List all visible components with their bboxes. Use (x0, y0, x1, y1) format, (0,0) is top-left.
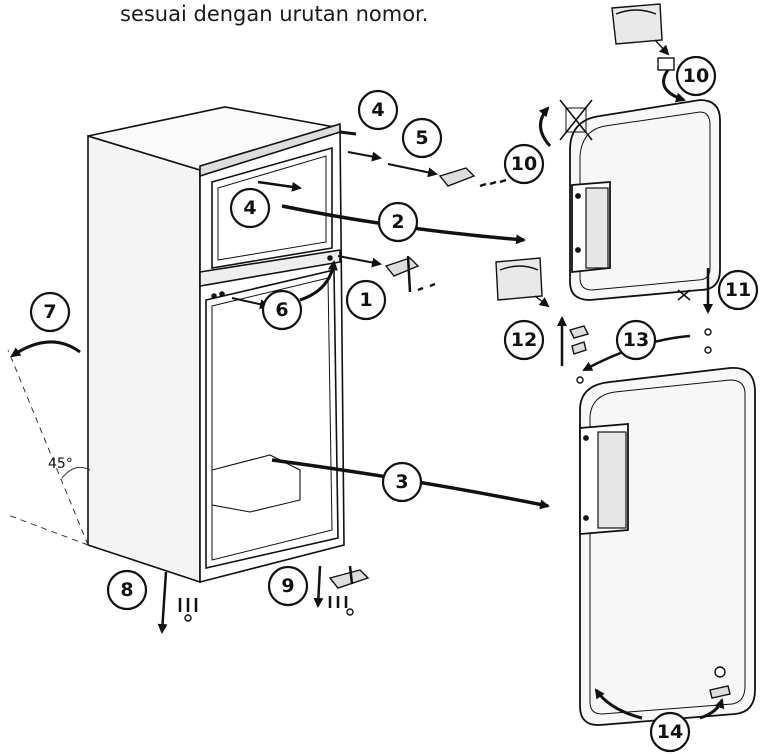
step-13: 13 (615, 319, 657, 361)
angle-label: 45° (48, 456, 73, 472)
step-12: 12 (503, 319, 545, 361)
freezer-door (569, 99, 721, 301)
step-7: 7 (29, 291, 71, 333)
svg-text:12: 12 (511, 329, 537, 351)
arrow-4 (347, 151, 382, 162)
arrow-10-top (662, 69, 686, 103)
arrow-4b (257, 180, 302, 192)
parts-bag-top (611, 3, 675, 71)
step-4-top: 4 (357, 89, 399, 131)
svg-text:2: 2 (391, 211, 404, 233)
svg-text:3: 3 (395, 471, 408, 493)
step-6: 6 (261, 289, 303, 331)
arrow-6 (299, 260, 338, 302)
svg-text:1: 1 (359, 289, 372, 311)
svg-text:8: 8 (120, 579, 133, 601)
arrow-5 (387, 163, 438, 178)
arrow-14-left (594, 688, 643, 720)
arrow-1 (337, 255, 382, 268)
arrow-6b (231, 297, 270, 310)
svg-text:13: 13 (623, 329, 649, 351)
arrow-7 (10, 340, 81, 358)
step-3: 3 (381, 461, 423, 503)
arrow-8 (157, 571, 168, 634)
svg-text:11: 11 (725, 279, 751, 301)
hinge-parts (178, 167, 731, 699)
step-2: 2 (377, 201, 419, 243)
step-1: 1 (345, 279, 387, 321)
svg-text:14: 14 (657, 721, 683, 743)
svg-text:10: 10 (683, 65, 709, 87)
step-10-left: 10 (503, 143, 545, 185)
svg-text:5: 5 (415, 127, 428, 149)
prohibited-x-mark (559, 99, 593, 141)
svg-text:6: 6 (275, 299, 288, 321)
arrow-10-left (538, 106, 552, 148)
svg-text:10: 10 (511, 153, 537, 175)
step-4-freezer: 4 (229, 187, 271, 229)
instruction-caption: sesuai dengan urutan nomor. (120, 2, 429, 26)
arrow-14-right (699, 698, 725, 720)
step-9: 9 (267, 565, 309, 607)
svg-text:7: 7 (43, 301, 56, 323)
svg-text:9: 9 (281, 575, 294, 597)
parts-bag-middle (495, 257, 550, 308)
tilt-angle-guide (7, 349, 91, 546)
refrigerator-cabinet (87, 106, 357, 584)
step-8: 8 (106, 569, 148, 611)
arrow-9 (313, 565, 324, 608)
svg-text:4: 4 (243, 197, 256, 219)
step-11: 11 (717, 269, 759, 311)
step-5: 5 (401, 117, 443, 159)
step-10-top: 10 (675, 55, 717, 97)
step-14: 14 (649, 711, 691, 753)
svg-text:4: 4 (371, 99, 384, 121)
fridge-door (579, 367, 756, 726)
step-numbers: 1 2 3 4 4 5 6 7 8 9 10 10 11 12 13 14 (29, 55, 759, 753)
